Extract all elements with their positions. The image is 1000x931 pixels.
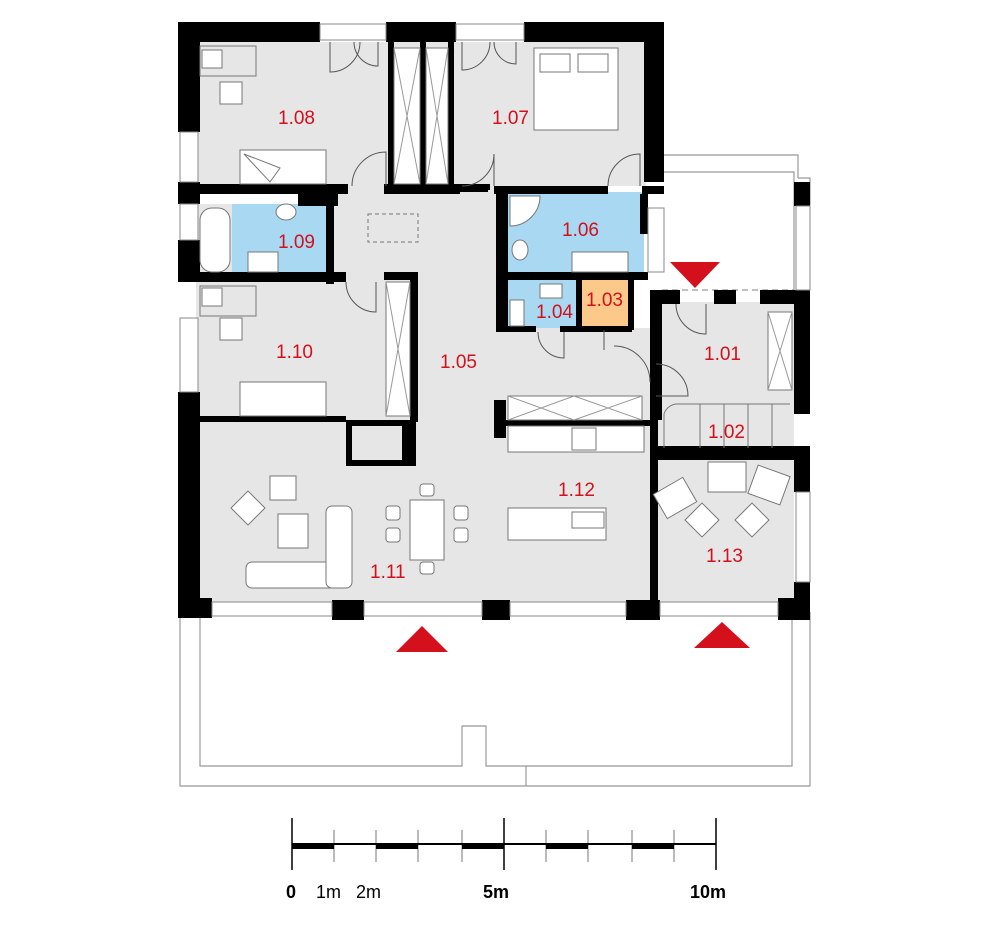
room-label-1.09: 1.09 <box>278 232 315 253</box>
walls <box>178 22 810 620</box>
room-label-1.05: 1.05 <box>440 352 477 373</box>
room-label-1.11: 1.11 <box>370 562 406 583</box>
room-label-1.13: 1.13 <box>706 546 743 567</box>
entrance-markers <box>396 262 750 652</box>
room-labels: 1.08 1.07 1.09 1.06 1.04 1.03 1.10 1.05 … <box>276 108 745 583</box>
floor-1.03 <box>582 280 630 328</box>
room-label-1.07: 1.07 <box>492 108 529 129</box>
terrace-outline <box>179 154 811 787</box>
furniture <box>199 45 793 589</box>
scale-label-2m: 2m <box>356 882 381 902</box>
scale-label-5m: 5m <box>483 882 509 902</box>
room-label-1.10: 1.10 <box>276 342 313 363</box>
room-label-1.02: 1.02 <box>708 422 745 443</box>
room-label-1.03: 1.03 <box>586 290 623 311</box>
entrance-marker-east <box>670 262 720 288</box>
scale-label-0: 0 <box>286 882 296 902</box>
windows <box>179 23 811 617</box>
scale-bar: 0 1m 2m 5m 10m <box>286 818 726 902</box>
room-label-1.08: 1.08 <box>278 108 315 129</box>
entrance-marker-south-left <box>396 626 448 652</box>
entrance-marker-south-right <box>694 622 750 648</box>
room-label-1.01: 1.01 <box>704 344 741 365</box>
scale-label-10m: 10m <box>690 882 726 902</box>
room-label-1.12: 1.12 <box>558 480 595 501</box>
scale-label-1m: 1m <box>316 882 341 902</box>
room-label-1.04: 1.04 <box>536 302 573 323</box>
room-label-1.06: 1.06 <box>562 220 599 241</box>
doors <box>329 41 707 397</box>
